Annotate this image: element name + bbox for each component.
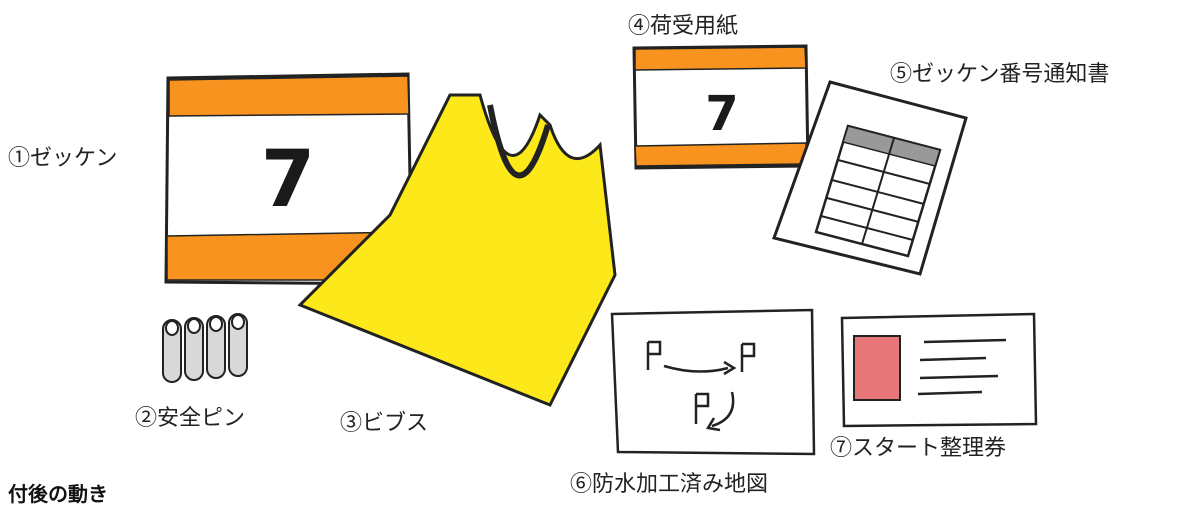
bib-label: ①ゼッケン — [8, 146, 118, 171]
bibs-vest-illustration — [297, 93, 617, 407]
baggage-form-illustration: 7 — [632, 44, 810, 170]
waterproof-map-label: ⑥防水加工済み地図 — [570, 472, 769, 497]
safety-pins-illustration — [162, 313, 248, 383]
race-bib-illustration: 7 — [164, 72, 414, 286]
notice-label: ⑤ゼッケン番号通知書 — [890, 62, 1110, 87]
start-ticket-illustration — [840, 312, 1038, 428]
start-ticket-label: ⑦スタート整理券 — [830, 436, 1007, 461]
baggage-form-label: ④荷受用紙 — [628, 14, 739, 39]
safety-pins-label: ②安全ピン — [135, 406, 246, 431]
notice-document-illustration — [772, 80, 968, 276]
waterproof-map-illustration — [610, 308, 816, 456]
bibs-vest-label: ③ビブス — [340, 411, 429, 436]
baggage-form-number: 7 — [705, 86, 738, 142]
bib-number: 7 — [261, 135, 315, 225]
